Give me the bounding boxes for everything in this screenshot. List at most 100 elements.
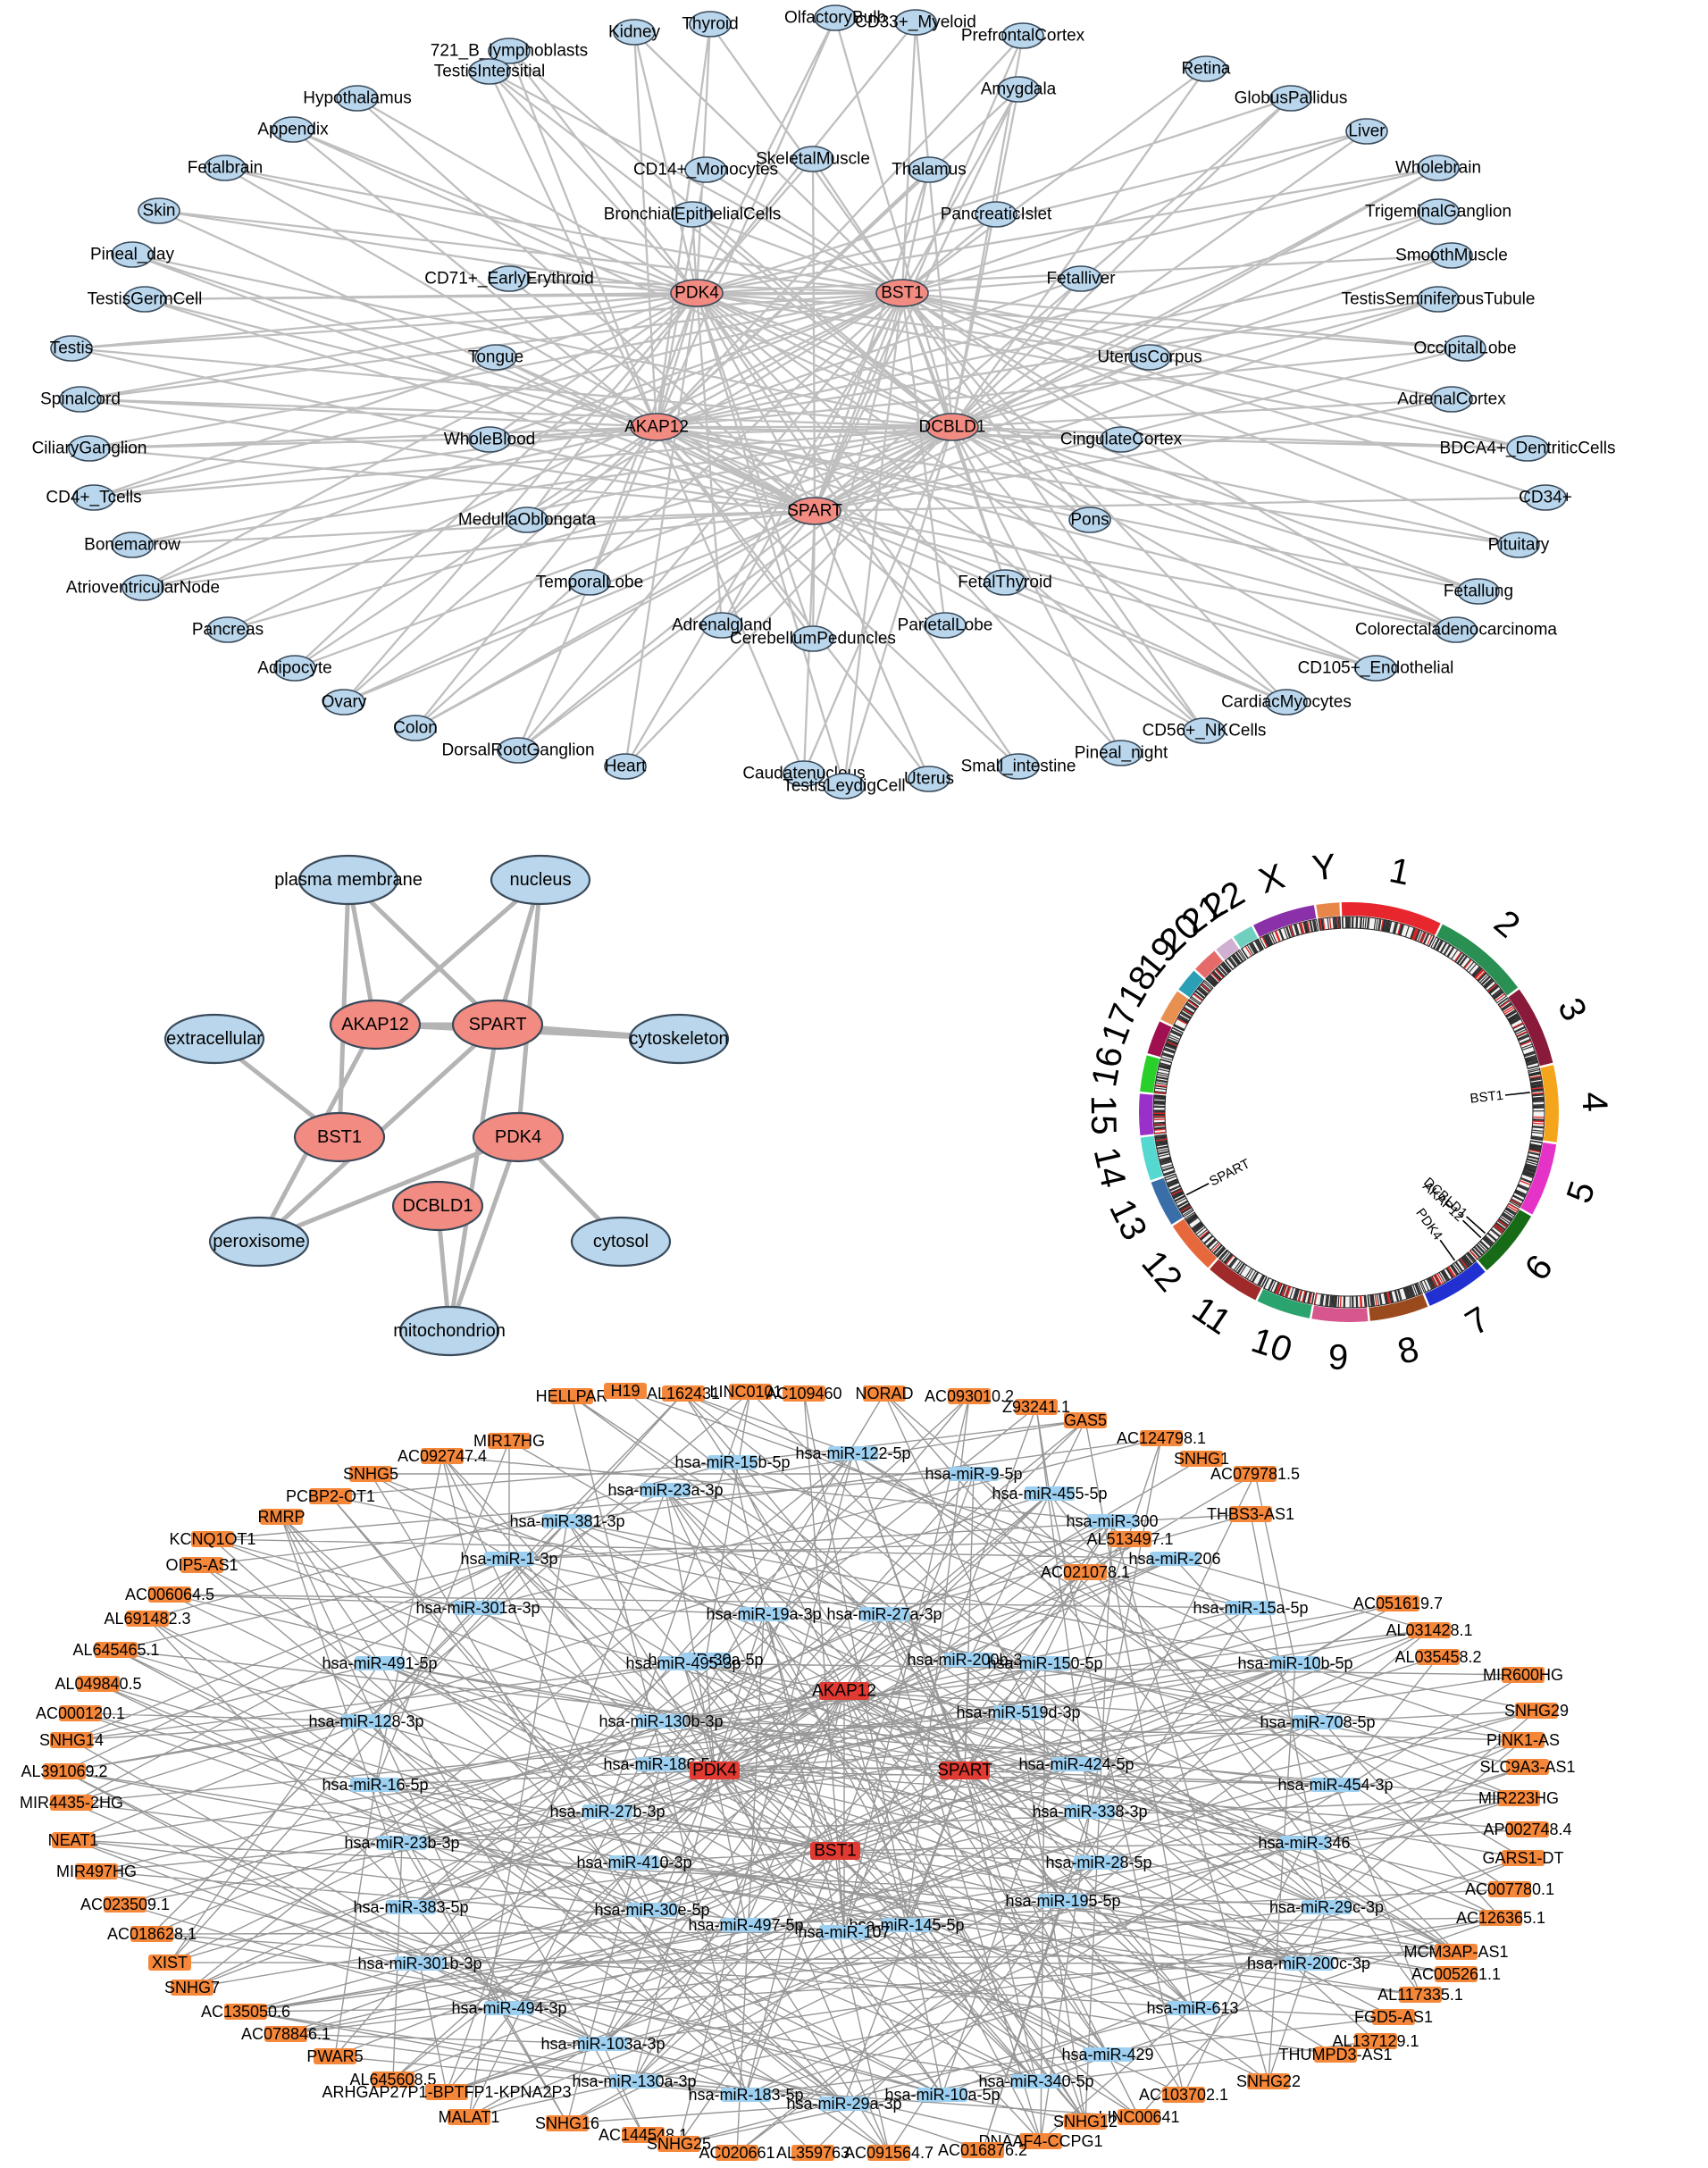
mirna-node-hsa-mir-150-5p[interactable] <box>1020 1656 1070 1670</box>
mirna-node-hsa-mir-107[interactable] <box>819 1925 869 1939</box>
lncrna-node-mir4435-2hg[interactable] <box>50 1795 93 1811</box>
tissue-node-amygdala[interactable] <box>997 76 1040 103</box>
mirna-node-hsa-mir-300[interactable] <box>1087 1514 1137 1528</box>
hub-gene-node-spart[interactable] <box>940 1762 990 1779</box>
tissue-node-small-intestine[interactable] <box>997 753 1040 780</box>
tissue-node-atrioventricularnode[interactable] <box>121 574 164 601</box>
lncrna-node-ac006064-5[interactable] <box>148 1586 191 1603</box>
lncrna-node-ac109460[interactable] <box>783 1385 825 1402</box>
lncrna-node-gas5[interactable] <box>1064 1412 1107 1428</box>
tissue-node-medullaoblongata[interactable] <box>506 506 548 533</box>
lncrna-node-ac079781-5[interactable] <box>1234 1466 1277 1482</box>
mirna-node-hsa-mir-103a-3p[interactable] <box>578 2037 628 2051</box>
mirna-node-hsa-mir-19a-3p[interactable] <box>739 1607 789 1621</box>
gene-node-spart[interactable] <box>788 497 841 525</box>
tissue-node-dorsalrootganglion[interactable] <box>497 737 540 764</box>
mirna-node-hsa-mir-122-5p[interactable] <box>828 1446 878 1461</box>
tissue-node-appendix[interactable] <box>272 116 314 143</box>
lncrna-node-slc9a3-as1[interactable] <box>1506 1759 1549 1775</box>
mirna-node-hsa-mir-340-5p[interactable] <box>1011 2074 1061 2088</box>
lncrna-node-hellpar[interactable] <box>550 1388 593 1404</box>
lncrna-node-al162431[interactable] <box>662 1385 705 1402</box>
lncrna-node-xist[interactable] <box>148 1955 191 1971</box>
tissue-node-fetalbrain[interactable] <box>204 155 247 181</box>
mirna-node-hsa-mir-15a-5p[interactable] <box>1226 1601 1276 1615</box>
mirna-node-hsa-mir-301a-3p[interactable] <box>453 1601 503 1615</box>
lncrna-node-snhg5[interactable] <box>349 1466 392 1482</box>
lncrna-node-oip5-as1[interactable] <box>180 1557 223 1573</box>
mirna-node-hsa-mir-186-5p[interactable] <box>636 1757 686 1771</box>
mirna-node-hsa-mir-28-5p[interactable] <box>1074 1855 1124 1870</box>
tissue-node-pineal-night[interactable] <box>1100 740 1143 766</box>
mirna-node-hsa-mir-519d-3p[interactable] <box>993 1705 1043 1720</box>
tissue-node-pancreas[interactable] <box>206 616 249 643</box>
tissue-node-colorectaladenocarcinoma[interactable] <box>1435 616 1478 643</box>
lncrna-node-mcm3ap-as1[interactable] <box>1435 1944 1478 1960</box>
tissue-node-colon[interactable] <box>394 715 437 741</box>
tissue-node-adrenalcortex[interactable] <box>1430 386 1473 413</box>
lncrna-node-ac124798-1[interactable] <box>1140 1430 1183 1446</box>
mirna-node-hsa-mir-455-5p[interactable] <box>1025 1486 1075 1501</box>
lncrna-node-mir223hg[interactable] <box>1497 1790 1540 1806</box>
gene-node-akap12[interactable] <box>630 413 683 441</box>
mirna-node-hsa-mir-27b-3p[interactable] <box>582 1804 632 1819</box>
tissue-node-retina[interactable] <box>1185 55 1227 82</box>
location-node-plasma-membrane[interactable] <box>297 854 399 906</box>
tissue-node-olfactorybulb[interactable] <box>814 4 857 31</box>
tissue-node-bronchialepithelialcells[interactable] <box>671 201 714 228</box>
tissue-node-bonemarrow[interactable] <box>111 532 154 558</box>
mirna-node-hsa-mir-195-5p[interactable] <box>1038 1894 1088 1908</box>
hub-gene-node-bst1[interactable] <box>810 1842 860 1860</box>
tissue-node-adrenalgland[interactable] <box>700 612 743 639</box>
tissue-node-hypothalamus[interactable] <box>336 85 379 112</box>
lncrna-node-ac078846-1[interactable] <box>264 2026 307 2042</box>
lncrna-node-z93241-1[interactable] <box>1015 1399 1058 1415</box>
lncrna-node-ac135050-6[interactable] <box>224 2004 267 2020</box>
mirna-node-hsa-mir-29c-3p[interactable] <box>1302 1900 1352 1914</box>
tissue-node-skin[interactable] <box>138 197 180 224</box>
mirna-node-hsa-mir-10b-5p[interactable] <box>1270 1656 1320 1670</box>
mirna-node-hsa-mir-383-5p[interactable] <box>386 1900 436 1914</box>
tissue-node-testisintersitial[interactable] <box>468 58 511 85</box>
tissue-node-721-b-lymphoblasts[interactable] <box>488 38 531 64</box>
gene-node-bst1[interactable] <box>293 1111 386 1163</box>
lncrna-node-ac020661[interactable] <box>716 2145 758 2161</box>
lncrna-node-snhg7[interactable] <box>171 1980 214 1996</box>
lncrna-node-ac023509-1[interactable] <box>104 1896 147 1913</box>
tissue-node-bdca4-dentriticcells[interactable] <box>1506 435 1549 462</box>
tissue-node-skeletalmuscle[interactable] <box>791 146 834 172</box>
tissue-node-prefrontalcortex[interactable] <box>1001 22 1044 49</box>
tissue-node-liver[interactable] <box>1345 118 1388 145</box>
mirna-node-hsa-mir-338-3p[interactable] <box>1065 1804 1115 1819</box>
lncrna-node-ac051619-7[interactable] <box>1377 1595 1419 1611</box>
lncrna-node-ac092747-4[interactable] <box>421 1448 464 1464</box>
tissue-node-cerebellumpeduncles[interactable] <box>791 625 834 652</box>
location-node-peroxisome[interactable] <box>208 1216 310 1268</box>
tissue-node-kidney[interactable] <box>613 19 656 46</box>
lncrna-node-snhg22[interactable] <box>1247 2073 1290 2089</box>
lncrna-node-norad[interactable] <box>863 1385 906 1402</box>
lncrna-node-ac103702-1[interactable] <box>1162 2087 1205 2103</box>
gene-node-pdk4[interactable] <box>472 1111 565 1163</box>
lncrna-node-al137129-1[interactable] <box>1354 2033 1397 2049</box>
lncrna-node-neat1[interactable] <box>52 1832 95 1848</box>
mirna-node-hsa-mir-708-5p[interactable] <box>1293 1715 1343 1729</box>
tissue-node-occipitallobe[interactable] <box>1444 335 1486 362</box>
lncrna-node-mir497hg[interactable] <box>75 1863 118 1879</box>
hub-gene-node-akap12[interactable] <box>819 1682 869 1700</box>
lncrna-node-ac018628-1[interactable] <box>130 1926 173 1942</box>
gene-node-spart[interactable] <box>451 999 544 1051</box>
lncrna-node-snhg12[interactable] <box>1064 2114 1107 2130</box>
tissue-node-wholeblood[interactable] <box>468 426 511 453</box>
tissue-node-cd34[interactable] <box>1524 484 1567 511</box>
lncrna-node-snhg29[interactable] <box>1515 1703 1558 1719</box>
lncrna-node-h19[interactable] <box>604 1383 647 1399</box>
lncrna-node-al645465-1[interactable] <box>95 1642 138 1658</box>
lncrna-node-ac093010-2[interactable] <box>948 1388 991 1404</box>
mirna-node-hsa-mir-16-5p[interactable] <box>350 1778 400 1792</box>
lncrna-node-pwar5[interactable] <box>314 2048 356 2064</box>
lncrna-node-snhg1[interactable] <box>1180 1451 1223 1467</box>
mirna-node-hsa-mir-497-5p[interactable] <box>721 1918 771 1932</box>
lncrna-node-fgd5-as1[interactable] <box>1372 2009 1415 2025</box>
lncrna-node-kcnq1ot1[interactable] <box>191 1531 234 1547</box>
